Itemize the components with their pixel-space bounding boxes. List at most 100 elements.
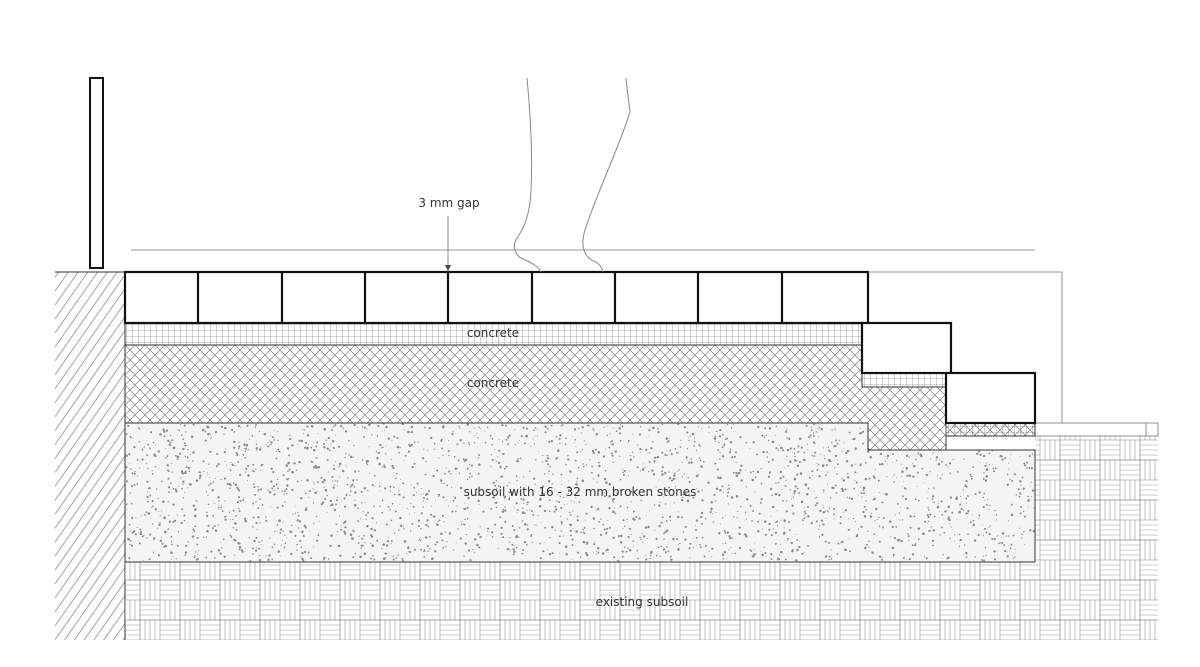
gravel-speck [993,538,996,541]
gravel-speck [729,537,732,540]
gravel-speck [967,509,970,513]
gravel-speck [468,476,471,478]
gravel-speck [1026,467,1028,469]
gravel-speck [162,500,165,503]
gravel-speck [918,499,920,502]
gravel-speck [1009,458,1011,460]
gravel-speck [399,503,401,505]
gravel-speck [466,423,470,426]
gravel-speck [676,451,678,454]
gravel-speck [463,523,465,526]
gravel-speck [126,509,128,510]
gravel-speck [267,558,270,561]
gravel-speck [730,496,734,499]
gravel-speck [766,456,769,458]
gravel-speck [938,503,940,505]
gravel-speck [809,434,812,437]
gravel-speck [780,446,783,450]
gravel-speck [524,512,526,514]
gravel-speck [272,485,275,488]
gravel-speck [908,540,910,542]
gravel-speck [901,463,903,465]
gravel-speck [648,452,650,454]
gravel-speck [546,463,550,466]
gravel-speck [746,498,749,501]
gravel-speck [805,424,808,427]
gravel-speck [401,423,404,426]
gravel-speck [681,461,683,463]
gravel-speck [469,472,472,475]
gravel-speck [582,465,585,468]
gravel-speck [376,457,379,460]
gravel-speck [722,558,725,560]
gravel-speck [630,533,632,536]
gravel-speck [729,449,732,451]
gravel-speck [487,527,490,530]
gravel-speck [761,434,764,437]
gravel-speck [329,544,332,548]
gravel-speck [269,537,271,539]
gravel-speck [641,533,643,534]
gravel-speck [695,474,699,478]
gravel-speck [500,475,504,478]
gravel-speck [719,523,721,525]
gravel-speck [213,524,216,528]
gravel-speck [151,523,154,525]
gravel-speck [842,511,844,513]
gravel-speck [419,537,421,539]
gravel-speck [433,515,436,518]
gravel-speck [721,553,725,556]
gravel-speck [636,549,639,552]
subbase-layer [124,422,1036,563]
gravel-speck [253,470,255,473]
gravel-speck [131,517,134,520]
gravel-speck [501,503,503,505]
gravel-speck [448,454,450,457]
gravel-speck [569,511,571,514]
gravel-speck [332,467,336,471]
gravel-speck [261,503,264,506]
gravel-speck [543,542,545,544]
gravel-speck [623,525,626,528]
gravel-speck [543,473,546,475]
gravel-speck [568,486,571,488]
gravel-speck [552,473,554,475]
gravel-speck [194,508,197,511]
gravel-speck [592,517,596,520]
gravel-speck [723,442,726,444]
gravel-speck [912,463,914,465]
gravel-speck [289,434,291,437]
gravel-speck [267,442,269,444]
gravel-speck [925,473,929,477]
gravel-speck [291,470,294,474]
gravel-speck [775,434,777,436]
gravel-speck [154,454,157,458]
gravel-speck [621,555,624,558]
gravel-speck [780,550,783,554]
gravel-speck [257,488,260,491]
gravel-speck [666,546,668,548]
gravel-speck [472,548,474,551]
gravel-speck [597,451,601,454]
gravel-speck [626,506,629,509]
gravel-speck [145,463,148,465]
gravel-speck [578,501,581,504]
gravel-speck [1015,494,1018,496]
gravel-speck [381,430,383,432]
gravel-speck [143,446,145,448]
gravel-speck [207,524,210,527]
gravel-speck [426,519,429,522]
gravel-speck [582,540,586,544]
gravel-speck [564,443,567,445]
gravel-speck [916,471,919,474]
gravel-speck [183,472,185,474]
gravel-speck [289,438,292,441]
gravel-speck [129,540,132,542]
gravel-speck [505,438,508,441]
gravel-speck [440,439,443,443]
step-blocks [860,321,1037,425]
gravel-speck [178,485,180,487]
gravel-speck [949,496,953,499]
gravel-speck [351,536,353,538]
gravel-speck [1029,485,1031,487]
